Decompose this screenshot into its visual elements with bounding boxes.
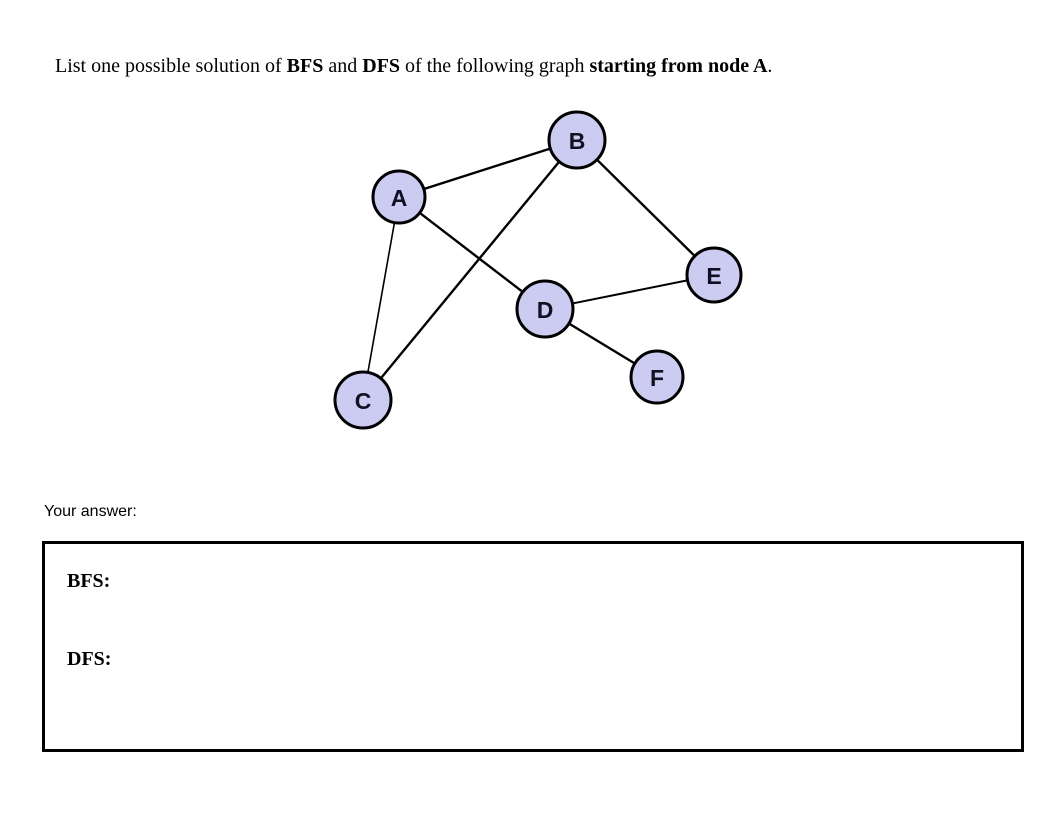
question-segment-5: starting from node A [589, 55, 768, 77]
dfs-answer-input[interactable] [120, 544, 970, 570]
answer-box[interactable]: BFS: DFS: [42, 541, 1024, 752]
graph-edge-b-e [595, 157, 697, 258]
question-segment-4: of the following graph [400, 55, 590, 77]
page-title: List one possible solution of BFS and DF… [55, 53, 995, 79]
graph-edge-a-d [417, 211, 525, 294]
graph-node-circle-d [515, 279, 575, 339]
graph-edges-group [366, 147, 697, 381]
graph-node-c: C [333, 370, 393, 430]
graph-node-circle-f [629, 349, 685, 405]
question-segment-2: and [323, 55, 363, 77]
graph-canvas: A B C D E F [333, 110, 743, 430]
graph-edge-d-e [570, 279, 690, 305]
graph-node-circle-c [333, 370, 393, 430]
graph-nodes-group: A B C D E F [333, 110, 743, 430]
graph-node-label-e: E [706, 263, 721, 289]
graph-node-label-f: F [650, 365, 664, 391]
question-segment-0: List one possible solution of [55, 55, 287, 77]
bfs-label: BFS: [67, 570, 111, 592]
graph-edge-a-c [366, 220, 396, 375]
graph-node-b: B [547, 110, 607, 170]
graph-node-label-d: D [537, 297, 554, 323]
graph-edge-a-b [421, 147, 553, 191]
graph-node-circle-e [685, 246, 743, 304]
graph-node-label-b: B [569, 128, 586, 154]
answer-section-label: Your answer: [44, 503, 137, 520]
question-segment-3: DFS [362, 55, 401, 77]
graph-node-circle-a [371, 169, 427, 225]
graph-node-d: D [515, 279, 575, 339]
graph-node-a: A [371, 169, 427, 225]
graph-node-e: E [685, 246, 743, 304]
graph-edge-d-f [566, 321, 637, 366]
graph-node-label-a: A [391, 185, 408, 211]
graph-node-label-c: C [355, 388, 372, 414]
graph-node-f: F [629, 349, 685, 405]
graph-figure: A B C D E F [320, 96, 770, 446]
bfs-answer-row: BFS: [67, 570, 110, 593]
dfs-label: DFS: [67, 648, 112, 670]
dfs-answer-row: DFS: [67, 648, 111, 671]
question-segment-1: BFS [286, 55, 324, 77]
question-segment-6: . [767, 55, 773, 77]
graph-edge-b-c [378, 159, 562, 381]
graph-node-circle-b [547, 110, 607, 170]
